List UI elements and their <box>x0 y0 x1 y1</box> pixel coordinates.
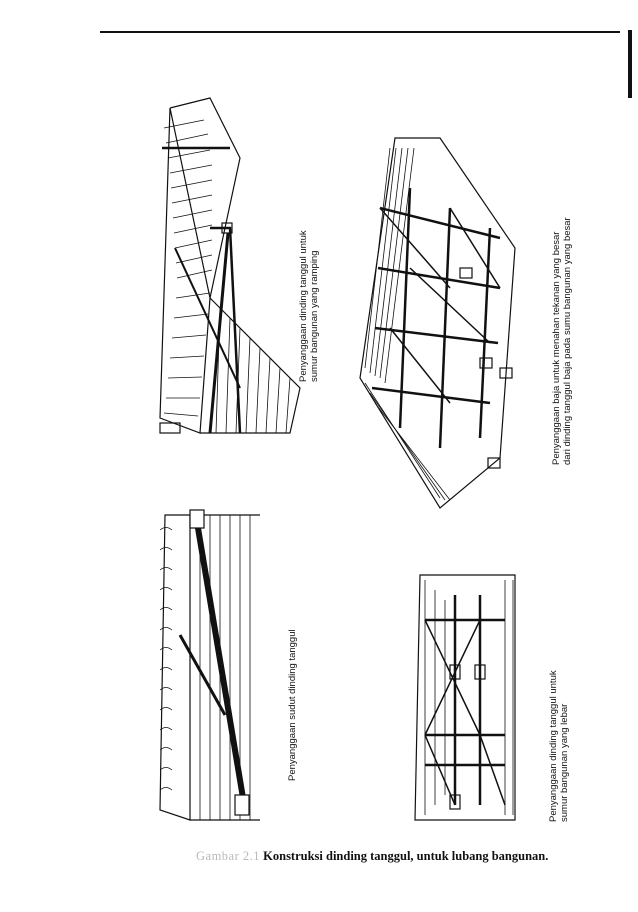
figure-corner-shoring <box>150 505 265 830</box>
large-pit-drawing <box>359 137 516 509</box>
figure-caption: Gambar 2.1 Konstruksi dinding tanggul, u… <box>196 849 548 864</box>
caption-text: Konstruksi dinding tanggul, untuk lubang… <box>263 849 549 863</box>
label-corner-shoring: Penyanggaan sudut dinding tanggul <box>287 629 298 781</box>
figure-wide-pit <box>395 565 525 830</box>
corner-shoring-drawing <box>159 509 260 821</box>
label-narrow-pit: Penyanggaan dinding tanggul untuk sumur … <box>298 230 320 382</box>
figure-large-pit-steel <box>350 128 530 513</box>
label-large-pit: Penyanggaan baja untuk menahan tekanan y… <box>551 217 573 465</box>
page-edge-mark <box>628 30 632 98</box>
figure-narrow-pit <box>150 88 320 448</box>
wide-pit-drawing <box>414 574 516 821</box>
caption-prefix: Gambar 2.1 <box>196 849 261 863</box>
label-wide-pit: Penyanggaan dinding tanggul untuk sumur … <box>548 670 570 822</box>
top-rule <box>100 31 620 33</box>
narrow-pit-drawing <box>159 97 301 434</box>
